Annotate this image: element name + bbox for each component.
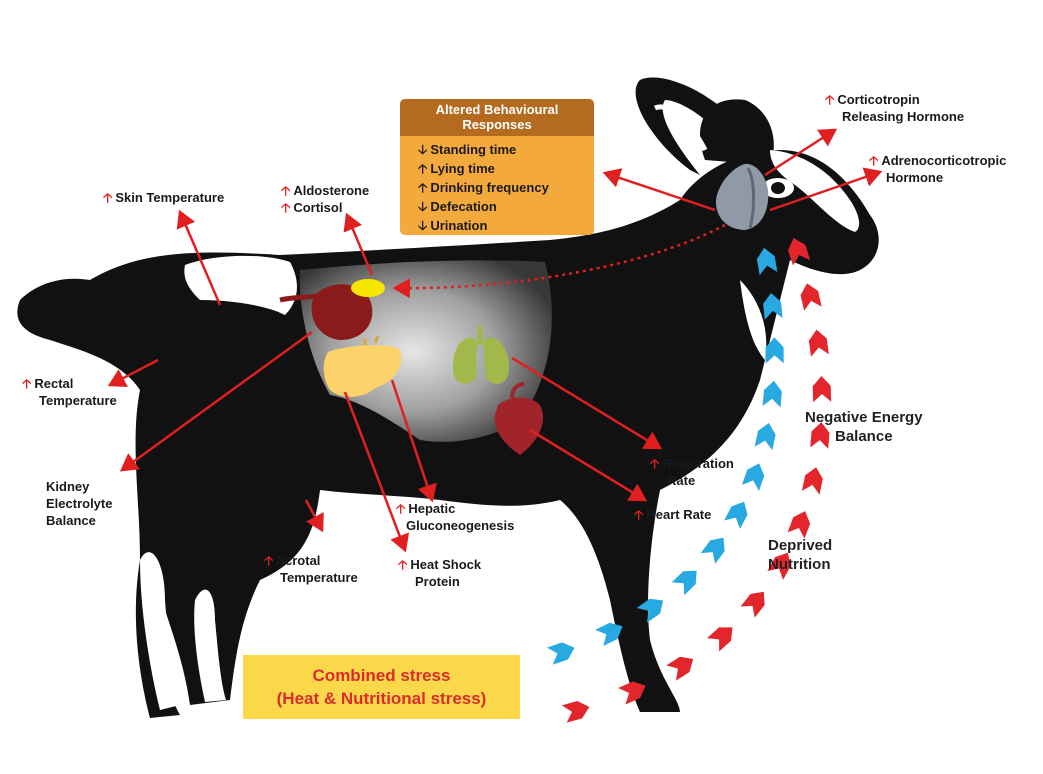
combined-stress-box: Combined stress (Heat & Nutritional stre… [243,655,520,719]
chevron-arrow [788,508,814,539]
chevron-arrow [741,586,771,618]
label-adrenal-hormones: 🡡Aldosterone 🡡Cortisol [281,182,369,216]
chevron-arrow [742,460,768,490]
behaviour-box-title: Altered Behavioural Responses [400,99,594,136]
label-heart-rate: 🡡Heart Rate [634,506,711,523]
up-arrow-icon: 🡡 [650,456,659,471]
down-arrow-icon: 🡣 [418,142,427,157]
label-adrenocorticotropic-hormone: 🡡Adrenocorticotropic Hormone [869,152,1006,186]
label-skin-temperature: 🡡Skin Temperature [103,189,224,206]
chevron-arrow [808,328,829,356]
up-arrow-icon: 🡡 [869,153,878,168]
chevron-arrow [547,639,577,664]
label-respiration-rate: 🡡Respiration Rate [650,455,734,489]
chevron-arrow [707,621,738,652]
chevron-arrow [724,498,752,529]
behaviour-item: 🡣Urination [418,216,594,235]
behaviour-item: 🡣Standing time [418,140,594,159]
label-rectal-temperature: 🡡Rectal Temperature [22,375,117,409]
label-deprived-nutrition: Deprived Nutrition [768,536,832,574]
behaviour-list: 🡣Standing time🡡Lying time🡡Drinking frequ… [400,140,594,235]
chevron-arrow [672,564,703,595]
up-arrow-icon: 🡡 [418,180,427,195]
chevron-arrow [701,532,731,564]
label-hepatic-gluconeogenesis: 🡡Hepatic Gluconeogenesis [396,500,514,534]
chevron-arrow [798,281,821,310]
down-arrow-icon: 🡣 [418,199,427,214]
chevron-arrow [666,651,698,680]
up-arrow-icon: 🡡 [22,376,31,391]
label-corticotropin-releasing-hormone: 🡡Corticotropin Releasing Hormone [825,91,964,125]
adrenal-gland-icon [351,279,385,297]
behaviour-item: 🡡Drinking frequency [418,178,594,197]
up-arrow-icon: 🡡 [281,200,290,215]
behaviour-item: 🡣Defecation [418,197,594,216]
up-arrow-icon: 🡡 [396,501,405,516]
chevron-arrow [802,465,825,494]
up-arrow-icon: 🡡 [634,507,643,522]
label-negative-energy-balance: Negative Energy Balance [805,408,923,446]
up-arrow-icon: 🡡 [103,190,112,205]
up-arrow-icon: 🡡 [281,183,290,198]
stress-title: Combined stress [243,664,520,687]
chevron-arrow [755,421,778,450]
chevron-arrow [763,380,783,408]
chevron-arrow [812,376,831,403]
behaviour-response-box: Altered Behavioural Responses 🡣Standing … [400,99,594,235]
stress-subtitle: (Heat & Nutritional stress) [243,687,520,710]
label-scrotal-temperature: 🡡Scrotal Temperature [264,552,358,586]
up-arrow-icon: 🡡 [418,161,427,176]
up-arrow-icon: 🡡 [398,557,407,572]
label-kidney-electrolyte: Kidney Electrolyte Balance [46,478,112,529]
behaviour-item: 🡡Lying time [418,159,594,178]
up-arrow-icon: 🡡 [264,553,273,568]
label-heat-shock-protein: 🡡Heat Shock Protein [398,556,481,590]
up-arrow-icon: 🡡 [825,92,834,107]
down-arrow-icon: 🡣 [418,218,427,233]
chevron-arrow [562,698,592,722]
